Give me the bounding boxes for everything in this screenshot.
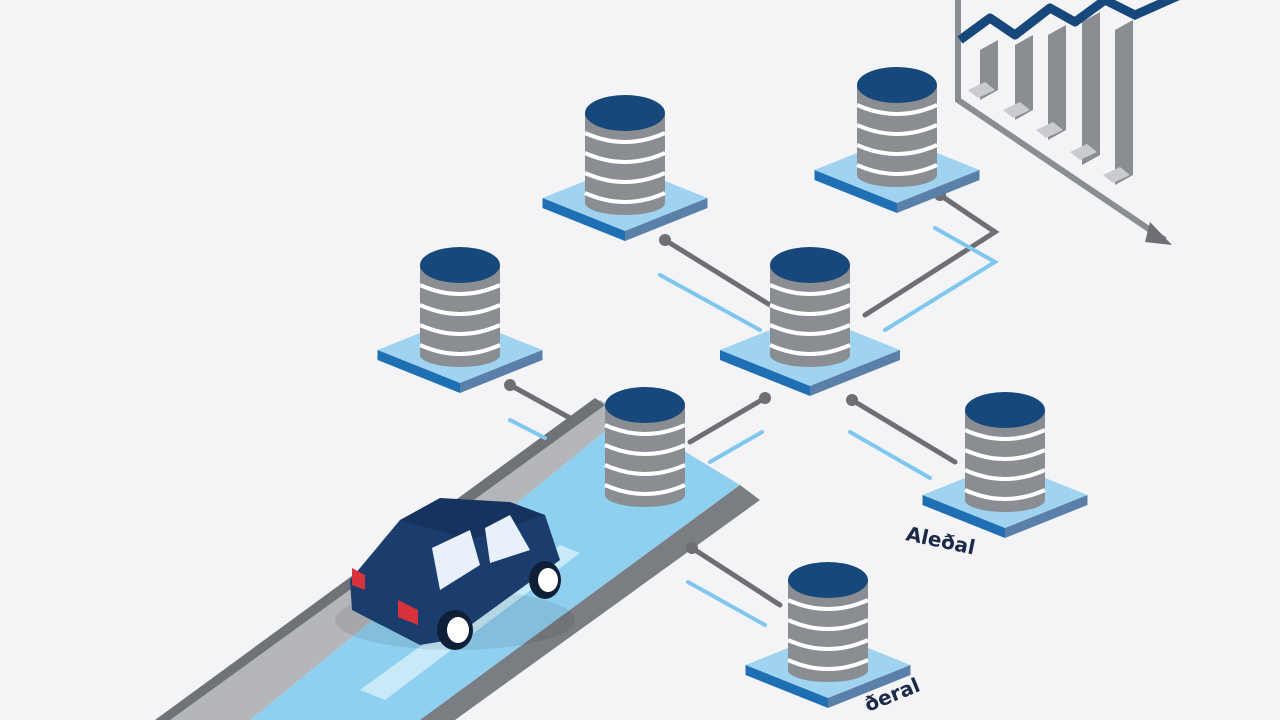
car-icon bbox=[335, 498, 575, 650]
database-cylinder-icon bbox=[745, 562, 911, 708]
database-cylinder-icon bbox=[720, 247, 900, 396]
connectors bbox=[504, 189, 1000, 627]
database-cylinder-icon bbox=[922, 392, 1088, 538]
database-nodes bbox=[377, 67, 1088, 708]
trend-chart-icon bbox=[955, 0, 1180, 245]
label-right: Aleðal bbox=[904, 521, 977, 559]
database-cylinder-icon bbox=[604, 387, 686, 507]
database-cylinder-icon bbox=[542, 95, 708, 241]
database-cylinder-icon bbox=[814, 67, 980, 213]
database-cylinder-icon bbox=[377, 247, 543, 393]
